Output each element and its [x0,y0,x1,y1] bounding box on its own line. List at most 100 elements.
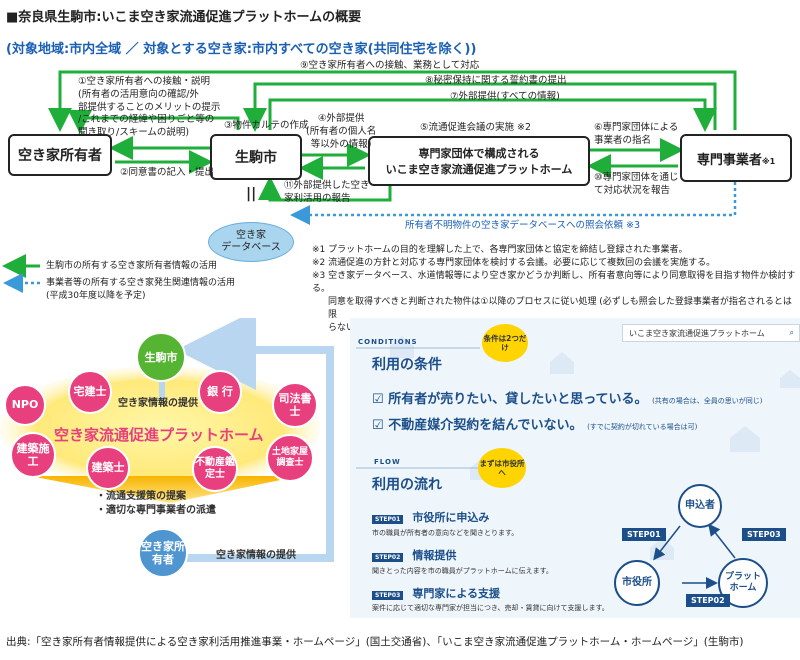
step-1-desc: 市の職員が所有者の意向などを聞きとります。 [372,529,519,537]
label-step10: ⑩専門家団体を通じ て対応状況を報告 [594,172,679,198]
step-1: STEP01 市役所に申込み 市の職員が所有者の意向などを聞きとります。 [372,506,518,538]
node-database-line1: 空き家 [236,229,266,241]
condition-2-text: 不動産媒介契約を結んでいない。 [388,418,583,433]
member-appraiser: 不動産鑑定士 [192,446,238,492]
cycle-tag-step1: STEP01 [622,528,666,541]
label-step5: ⑤流通促進会議の実施 ※2 [420,122,532,133]
label-step2: ②同意書の記入・提出 [120,167,215,178]
platform-city-circle: 生駒市 [136,332,186,382]
legend-blue-note: (平成30年度以降を予定) [46,291,146,301]
node-owner: 空き家所有者 [8,134,112,176]
label-step1-line3: 部提供することのメリットの提示 [78,101,221,113]
platform-owner-circle: 空き家所有者 [138,528,188,578]
member-architect: 建築士 [86,446,130,490]
step-1-title: 市役所に申込み [412,511,490,524]
step-3-desc: 案件に応じて適切な専門家が担当につき、売却・賃貸に向けて支援します。 [372,604,609,612]
note-2: ※2 流通促進の方針と対応する専門家団体を検討する会議。必要に応じて複数回の会議… [312,258,716,269]
label-step6-line2: 事業者の指名 [594,134,652,146]
node-city: 生駒市 [210,134,302,180]
source-citation: 出典:「空き家所有者情報提供による空き家利活用推進事業・ホームページ」(国土交通… [6,636,744,648]
search-text: いこま空き家流通促進プラットホーム [629,328,765,338]
step-2-title: 情報提供 [412,549,457,562]
check-icon: ☑ [372,392,384,407]
step-3-title: 専門家による支援 [412,587,501,600]
label-step1-line1: ①空き家所有者への接触・説明 [78,76,211,87]
notes-block: ※1 プラットホームの目的を理解した上で、各専門家団体と協定を締結し登録された事… [312,244,800,335]
step-1-tag: STEP01 [372,515,404,524]
search-box[interactable]: いこま空き家流通促進プラットホーム ⌕ [622,324,800,342]
member-npo: NPO [4,384,46,426]
label-step1-line5: 聞き取り/スキームの説明) [78,127,190,139]
badge-flow: まずは市役所へ [478,448,526,488]
cycle-arrows [653,523,736,589]
node-database: 空き家 データベース [208,222,294,262]
step-2: STEP02 情報提供 聞きとった内容を市の職員がプラットホームに伝えます。 [372,544,553,576]
label-step4-line1: ④外部提供 [317,113,365,124]
label-step1-line2: (所有者の活用意向の確認/外 [78,88,199,100]
node-database-line2: データベース [221,242,281,253]
label-step4-line3: 等以外の情報) [310,138,372,150]
node-platform-line2: いこま空き家流通促進プラットホーム [385,163,573,176]
cycle-city-office: 市役所 [614,560,660,606]
node-platform: 専門家団体で構成される いこま空き家流通促進プラットホーム [368,136,590,186]
condition-2-note: (すでに契約が切れている場合は可) [587,423,698,431]
label-step10-line2: て対応状況を報告 [594,184,671,196]
condition-2: ☑ 不動産媒介契約を結んでいない。 (すでに契約が切れている場合は可) [372,414,697,433]
label-step6: ⑥専門家団体による 事業者の指名 [594,122,678,148]
web-screenshot: いこま空き家流通促進プラットホーム ⌕ CONDITIONS 利用の条件 条件は… [350,318,800,618]
label-step11: ⑪外部提供した空き 家利活用の報告 [284,180,370,206]
label-step3: ③物件カルテの作成 [224,120,309,131]
note-1: ※1 プラットホームの目的を理解した上で、各専門家団体と協定を締結し登録された事… [312,245,688,255]
step-3: STEP03 専門家による支援 案件に応じて適切な専門家が担当につき、売却・賃貸… [372,582,612,613]
label-step7: ⑦外部提供(すべての情報) [450,91,560,102]
step-2-desc: 聞きとった内容を市の職員がプラットホームに伝えます。 [372,567,553,575]
node-expert: 専門事業者※1 [680,134,792,182]
member-construction: 建築施工 [10,432,56,478]
label-step1: ①空き家所有者への接触・説明 (所有者の活用意向の確認/外 部提供することのメリ… [78,76,220,140]
label-step1-line4: /これまでの経緯や困りごと等の [78,114,215,126]
platform-bullets: ・流通支援策の提案 ・適切な専門事業者の派遣 [96,490,216,518]
info-provide-top: 空き家情報の提供 [118,398,198,409]
condition-1-text: 所有者が売りたい、貸したいと思っている。 [388,392,648,407]
cycle-tag-step2: STEP02 [686,594,730,607]
node-city-label: 生駒市 [235,150,277,166]
note-3: ※3 空き家データベース、水道情報等により空き家かどうか判断し、所有者意向等によ… [312,271,796,295]
platform-title: 空き家流通促進プラットホーム [54,426,264,444]
equal-sign: || [246,186,257,202]
conditions-title: 利用の条件 [372,357,442,373]
badge-conditions: 条件は2つだけ [482,324,528,362]
label-step9: ⑨空き家所有者への接触、業務として対応 [300,60,480,71]
label-db-query: 所有者不明物件の空き家データベースへの照会依頼 ※3 [405,220,641,231]
label-step10-line1: ⑩専門家団体を通じ [594,172,679,183]
label-step8: ⑧秘密保持に関する誓約書の提出 [425,75,567,86]
flow-arrows [2,70,737,293]
flow-label: FLOW [374,458,401,466]
node-owner-label: 空き家所有者 [18,148,102,164]
label-step11-line2: 家利活用の報告 [284,192,351,204]
member-surveyor: 土地家屋調査士 [266,434,314,482]
info-provide-bottom: 空き家情報の提供 [216,550,296,561]
member-scrivener: 司法書士 [272,382,318,428]
cycle-applicant: 申込者 [678,484,722,528]
note-3-end: らない)。 [328,323,368,334]
node-platform-line1: 専門家団体で構成される [418,147,540,160]
label-step6-line1: ⑥専門家団体による [594,122,679,133]
flow-title: 利用の流れ [372,477,442,493]
bullet-proposal: ・流通支援策の提案 [96,491,186,502]
member-bank: 銀 行 [198,370,242,414]
label-step4-line2: (所有者の個人名 [306,125,377,137]
cycle-tag-step3: STEP03 [742,528,786,541]
label-step11-line1: ⑪外部提供した空き [284,180,370,191]
note-3-cont: 同意を取得すべきと判断された物件は①以降のプロセスに従い処理 (必ずしも照会した… [328,297,792,321]
legend-green: 生駒市の所有する空き家所有者情報の活用 [46,261,218,271]
condition-1-note: (共有の場合は、全員の思いが同じ) [652,397,763,405]
step-3-tag: STEP03 [372,591,404,600]
condition-1: ☑ 所有者が売りたい、貸したいと思っている。 (共有の場合は、全員の思いが同じ) [372,388,763,407]
page-title: ■奈良県生駒市:いこま空き家流通促進プラットホームの概要 [6,10,362,25]
legend-blue: 事業者等の所有する空き家発生関連情報の活用 [46,278,236,288]
node-expert-mark: ※1 [761,156,776,166]
search-icon[interactable]: ⌕ [789,328,794,337]
member-realtor: 宅建士 [68,370,112,414]
check-icon: ☑ [372,418,384,433]
step-2-tag: STEP02 [372,553,404,562]
